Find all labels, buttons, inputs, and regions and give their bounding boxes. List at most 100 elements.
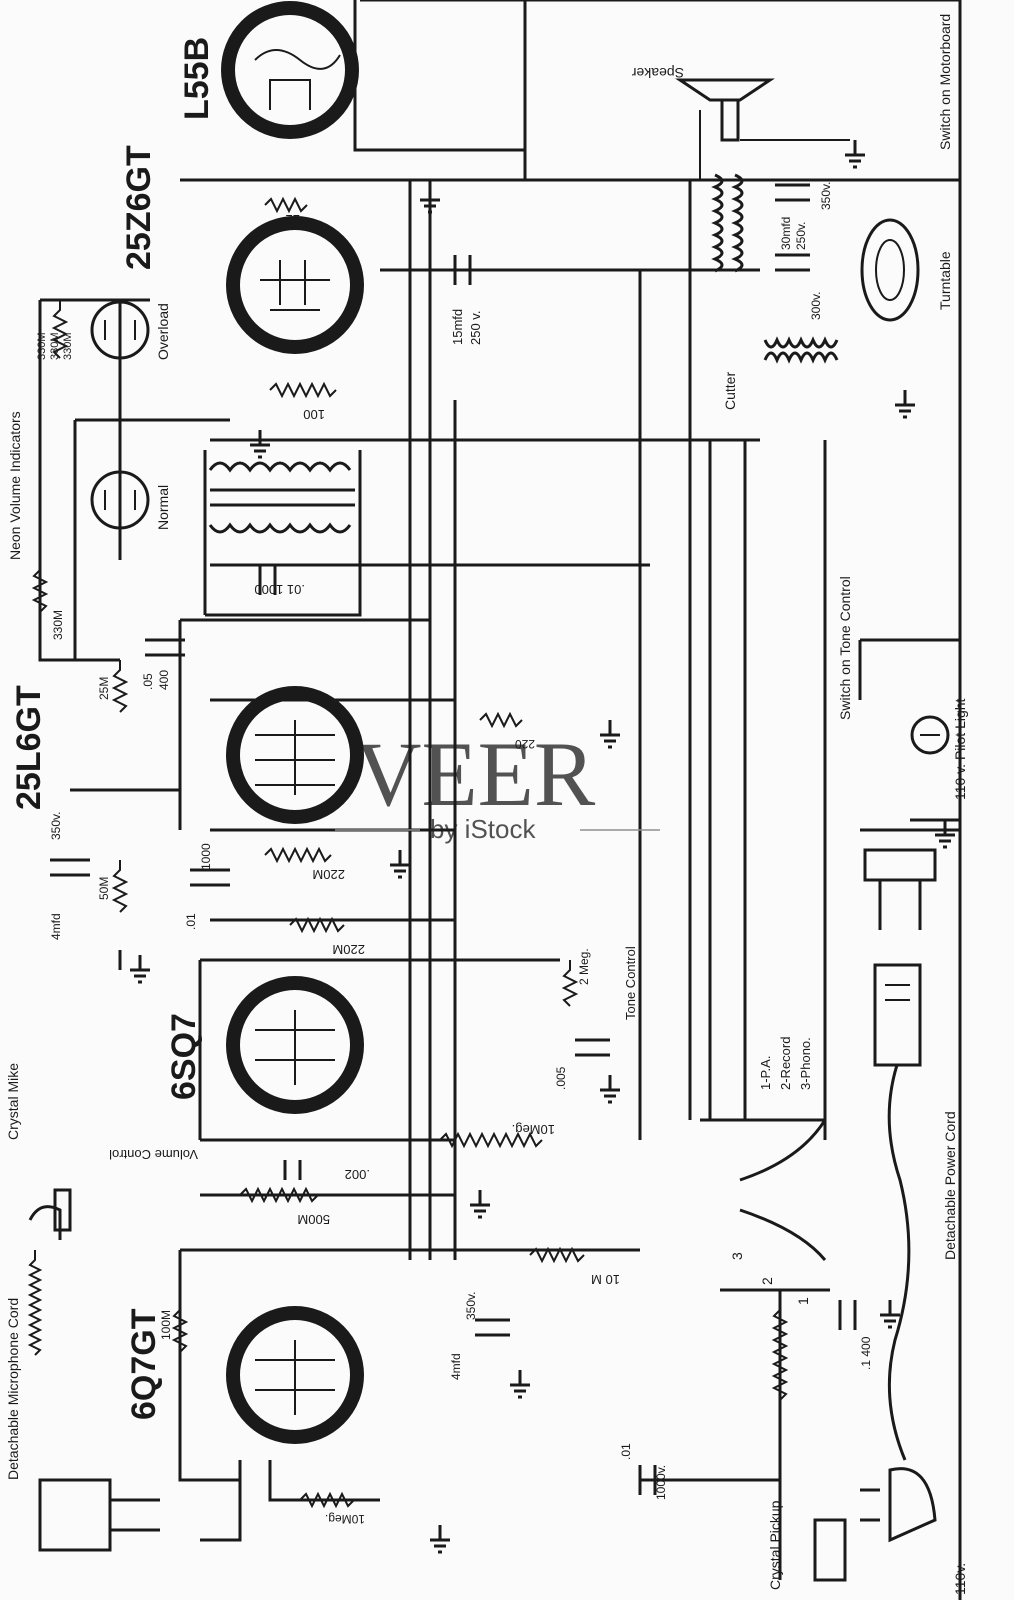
resistor-25m [111,660,129,713]
ground-icon [250,430,270,459]
resistor-220m-b [289,916,345,934]
cap-300v [775,253,810,272]
value-neon-r-c: 330M [62,332,74,360]
selector-pin-3: 3 [729,1252,745,1260]
mic-cord-shield [27,1250,43,1356]
ground-icon [130,955,150,984]
value-220m-b: 220M [332,942,365,957]
value-1000v: 1000v. [654,1465,668,1500]
tube-label-l55b: L55B [178,37,216,120]
value-30mfd-v: 250v. [794,222,808,250]
value-01: .01 [184,913,198,930]
resistor-100 [269,381,337,399]
cap-30mfd [775,183,810,202]
resistor-220-cathode [479,711,523,729]
value-05: .05 [141,673,155,690]
selector-pin-2: 2 [759,1277,775,1285]
cutter-label: Cutter [722,372,738,410]
cap-005 [575,1038,610,1057]
value-002: .002 [345,1167,370,1182]
pickup-cord-shield [771,1300,789,1401]
wiring [38,0,962,1600]
resistors [27,196,789,1509]
watermark-sub: by iStock [430,814,536,844]
neon-indicators-label: Neon Volume Indicators [7,411,23,560]
cap-4mfd [50,858,90,877]
ground-icon [895,390,915,419]
value-r100: 100 [303,407,325,422]
ground-icon [430,1525,450,1554]
tube-6q7gt [226,1306,364,1444]
resistor-10meg [439,1131,543,1149]
capacitors [50,183,857,1495]
tone-control-label: Tone Control [623,946,638,1020]
power-cord-label: Detachable Power Cord [942,1111,958,1260]
tube-label-6sq7: 6SQ7 [165,1013,203,1100]
selector-3-label: 3-Phono. [798,1037,813,1090]
cap-400-b [838,1300,857,1330]
tube-l55b [221,1,359,139]
ground-icon [390,850,410,879]
value-30mfd: 30mfd [779,217,793,250]
ground-icon [880,1300,900,1329]
value-10m: 10 M [591,1272,620,1287]
crystal-pickup-label: Crystal Pickup [767,1500,783,1590]
value-500m: 500M [297,1212,330,1227]
selector-2-label: 2-Record [778,1037,793,1090]
cutter-coil [763,336,839,364]
tube-25l6gt [226,686,364,824]
value-350v-top: 350v. [819,182,833,210]
tube-labels: L55B 25Z6GT 25L6GT 6SQ7 6Q7GT [10,37,216,1420]
turntable-motor [860,218,920,322]
value-350v-b: 350v. [464,1292,478,1320]
ground-icon [600,1075,620,1104]
crystal-mike-label: Crystal Mike [5,1063,21,1140]
value-25m: 25M [97,677,111,700]
normal-label: Normal [155,485,171,530]
tube-label-25z6gt: 25Z6GT [120,145,158,270]
cap-01-b [638,1465,657,1495]
resistor-22 [264,196,308,214]
value-50m: 50M [97,877,111,900]
ground-symbols [130,140,955,1554]
pilot-light-label: 110 v. Pilot Light [952,698,968,800]
cap-4mfd-b [475,1318,510,1337]
pilot-light-icon [910,715,950,755]
overload-label: Overload [155,303,171,360]
watermark: VEER by iStock [335,723,660,844]
power-plug-icon [863,848,937,930]
value-350v: 350v. [49,812,63,840]
resistor-330m [31,560,49,613]
neon-normal-bulb [90,470,150,530]
value-300v: 300v. [809,292,823,320]
ground-icon [510,1370,530,1399]
value-r22: 22 [286,212,300,227]
value-220m-a: 220M [312,867,345,882]
value-005: .005 [554,1066,568,1090]
resistor-220m-a [264,846,332,864]
value-4mfd-b: 4mfd [449,1353,463,1380]
resistor-50m [111,860,129,913]
neon-overload-bulb [90,300,150,360]
volume-control-label: Volume Control [109,1147,198,1162]
component-values: 22 15mfd 250 v. 100 30mfd 250v. 300v. 35… [36,182,873,1526]
value-400-b: .1 400 [859,1336,873,1370]
cap-01-1000 [258,565,277,595]
mic-plug-icon [38,1478,160,1552]
ground-icon [470,1190,490,1219]
watermark-brand: VEER [355,723,596,825]
section-labels: Neon Volume Indicators Overload Normal C… [5,14,968,1595]
resistor-neon [51,300,69,359]
switch-tone-label: Switch on Tone Control [837,576,853,720]
value-330m: 330M [51,610,65,640]
speaker-label: Speaker [632,65,684,81]
value-01-1000: .01 1000 [254,582,305,597]
tube-6sq7 [226,976,364,1114]
ground-icon [600,720,620,749]
selector-1-label: 1-P.A. [758,1056,773,1090]
value-250v: 250 v. [468,311,483,345]
mic-cord-label: Detachable Microphone Cord [5,1298,21,1480]
turntable-label: Turntable [937,251,953,310]
tube-label-6q7gt: 6Q7GT [125,1308,163,1420]
